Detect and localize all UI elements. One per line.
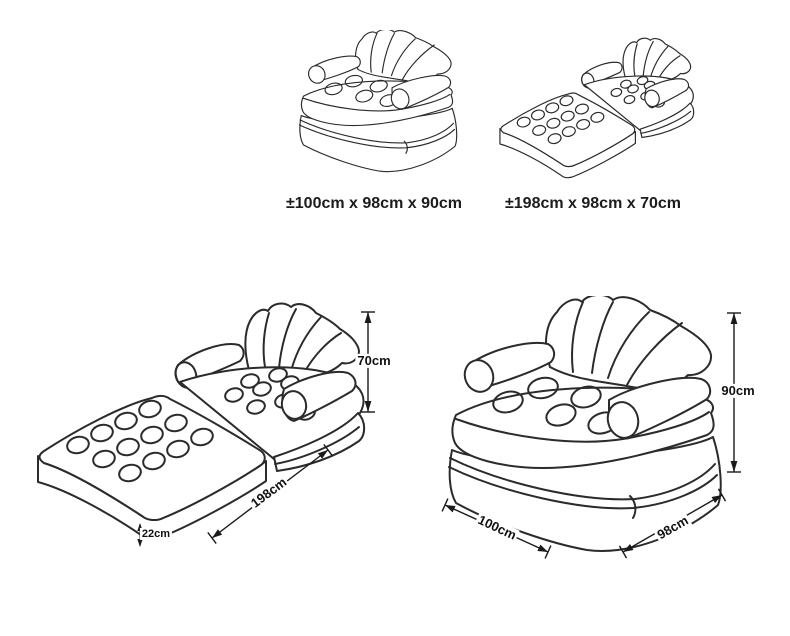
- sofa-diagram-illustration: [448, 296, 722, 552]
- bed-diagram-illustration: [37, 302, 366, 540]
- bed-size-caption: ±198cm x 98cm x 70cm: [504, 195, 682, 212]
- bed-height-label: 70cm: [355, 352, 393, 369]
- sofa-size-caption: ±100cm x 98cm x 90cm: [285, 195, 463, 212]
- bed-thumbnail-illustration: [499, 37, 695, 179]
- sofa-thumbnail-illustration: [298, 30, 458, 173]
- bed-mattress-thickness-label: 22cm: [139, 527, 173, 541]
- sofa-height-label: 90cm: [719, 382, 757, 399]
